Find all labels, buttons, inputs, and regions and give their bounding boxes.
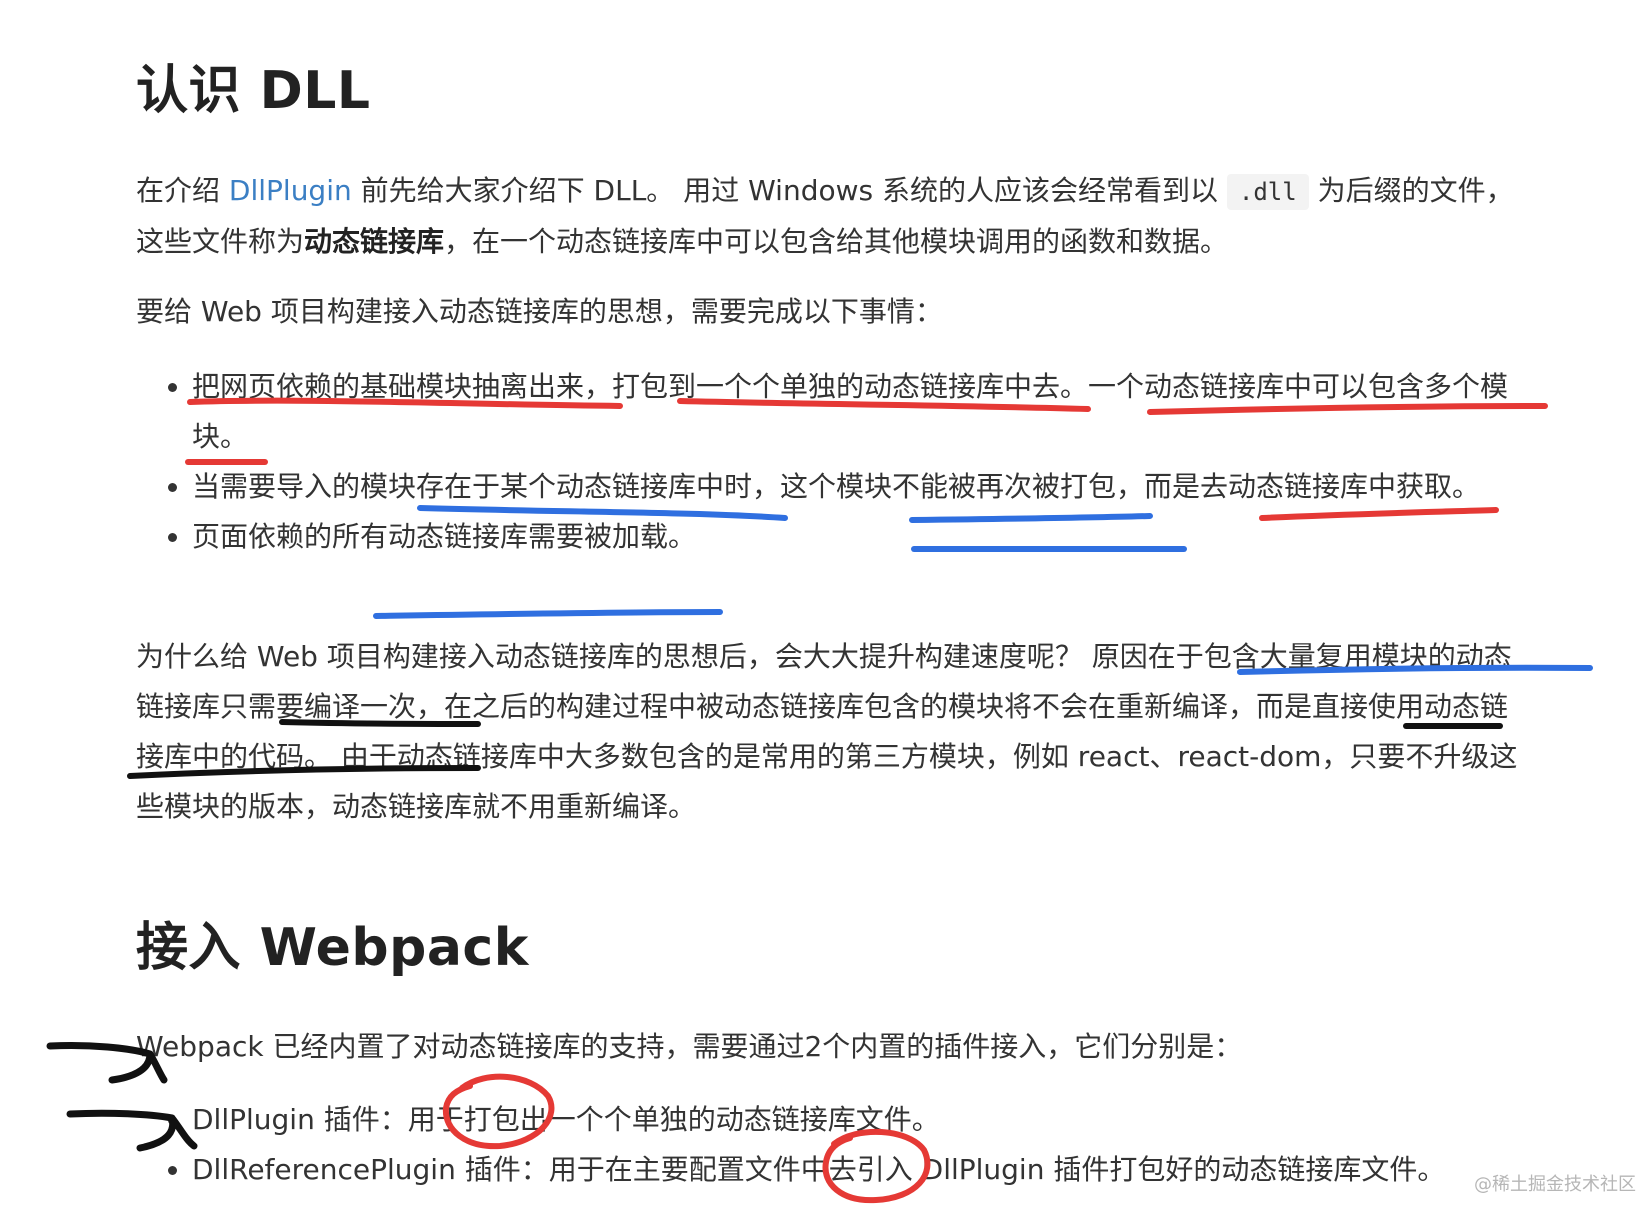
watermark: @稀土掘金技术社区 [1474,1174,1636,1195]
intro-text-1: 在介绍 [136,174,229,207]
why-paragraph: 为什么给 Web 项目构建接入动态链接库的思想后，会大大提升构建速度呢？ 原因在… [136,640,1518,823]
list-item: DllReferencePlugin 插件：用于在主要配置文件中去引入 DllP… [192,1145,1552,1195]
steps-lead-paragraph: 要给 Web 项目构建接入动态链接库的思想，需要完成以下事情： [136,295,943,328]
list-item: 把网页依赖的基础模块抽离出来，打包到一个个单独的动态链接库中去。一个动态链接库中… [192,362,1552,462]
plugins-list: DllPlugin 插件：用于打包出一个个单独的动态链接库文件。 DllRefe… [136,1095,1552,1195]
intro-text-3: 为后缀的文件，这些文件称为 [136,174,1514,258]
intro-text-2: 前先给大家介绍下 DLL。 用过 Windows 系统的人应该会经常看到以 [351,174,1227,207]
section-heading-dll: 认识 DLL [136,61,371,121]
webpack-lead-paragraph: Webpack 已经内置了对动态链接库的支持，需要通过2个内置的插件接入，它们分… [136,1030,1243,1063]
list-item: 页面依赖的所有动态链接库需要被加载。 [192,512,1552,562]
bold-term: 动态链接库 [304,225,445,258]
intro-text-4: ，在一个动态链接库中可以包含给其他模块调用的函数和数据。 [444,225,1229,258]
dllplugin-link[interactable]: DllPlugin [228,174,352,207]
blue-underline [373,609,723,619]
list-item: 当需要导入的模块存在于某个动态链接库中时，这个模块不能被再次被打包，而是去动态链… [192,462,1552,512]
section-heading-webpack: 接入 Webpack [136,918,529,978]
list-item: DllPlugin 插件：用于打包出一个个单独的动态链接库文件。 [192,1095,1552,1145]
inline-code-dll: .dll [1226,174,1309,210]
dll-intro-paragraph: 在介绍 DllPlugin 前先给大家介绍下 DLL。 用过 Windows 系… [136,166,1526,267]
steps-list: 把网页依赖的基础模块抽离出来，打包到一个个单独的动态链接库中去。一个动态链接库中… [136,362,1552,562]
